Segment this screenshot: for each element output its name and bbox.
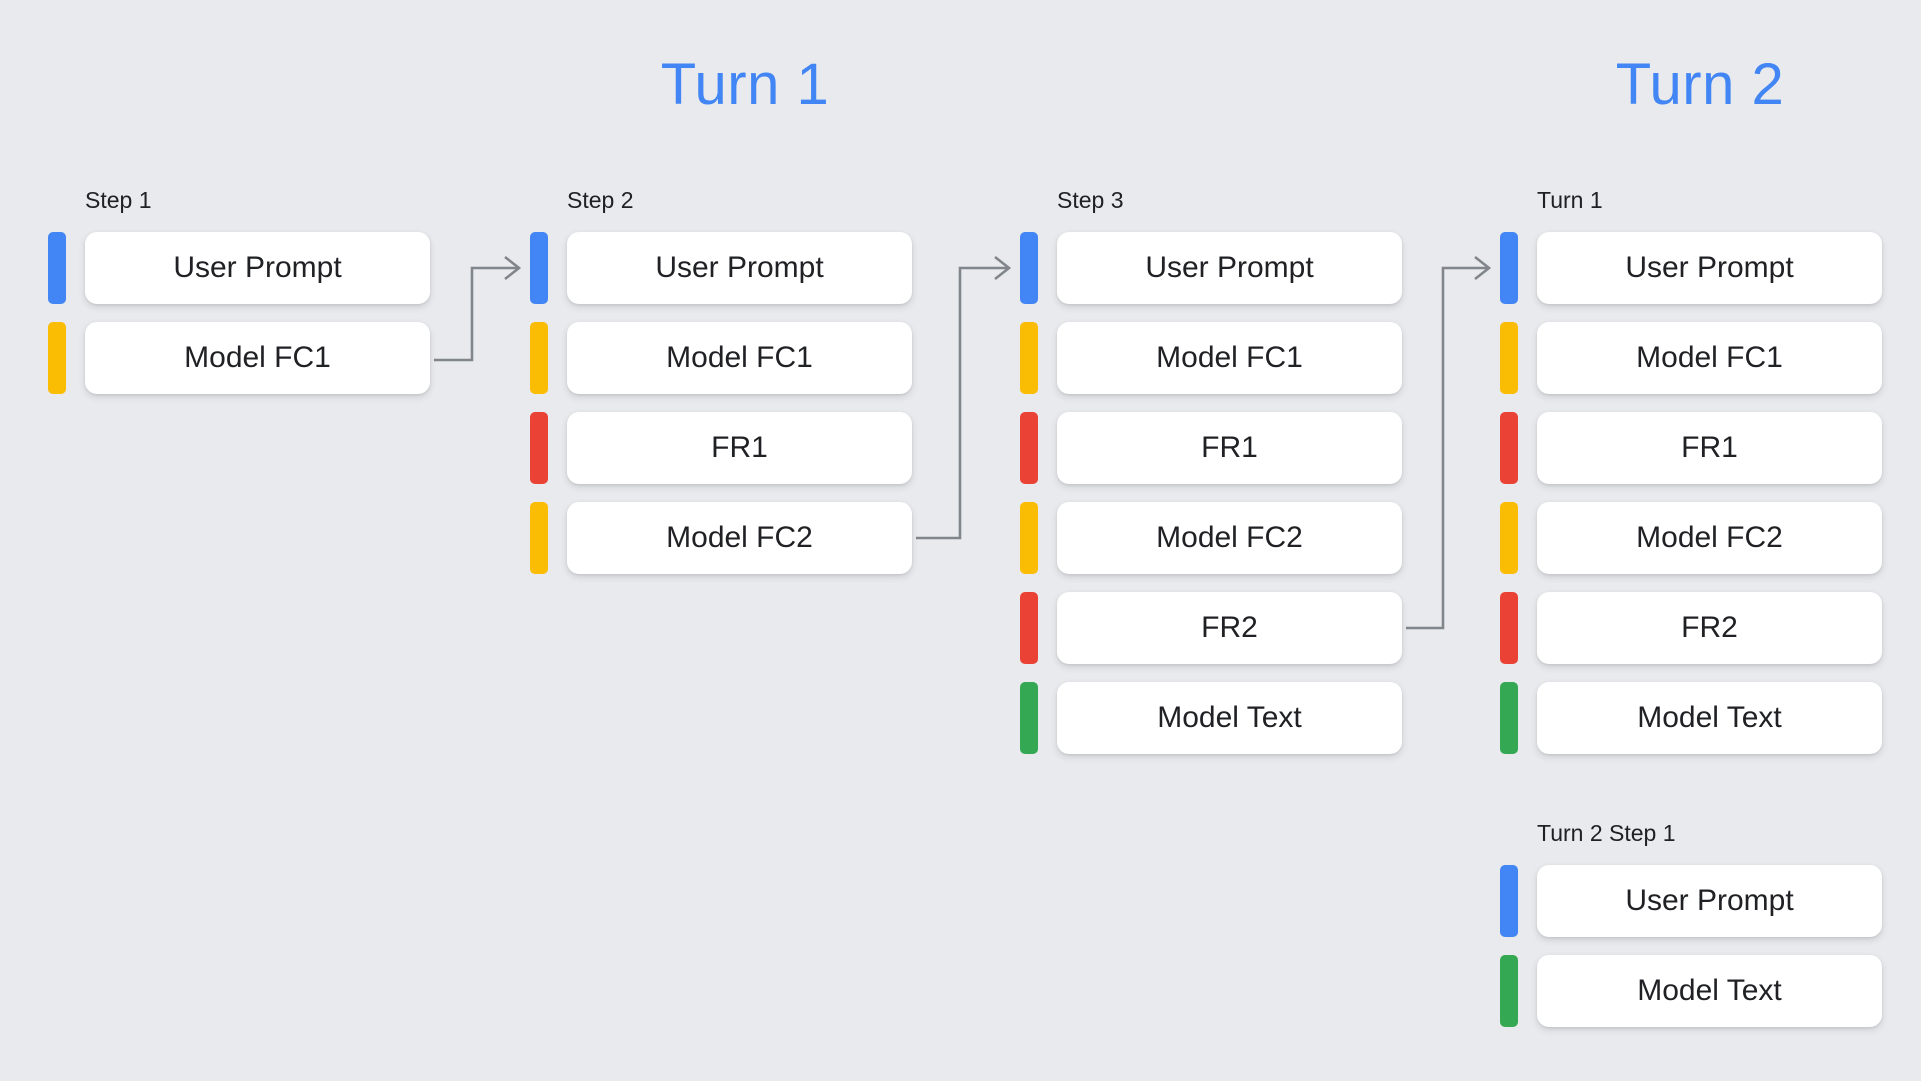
role-color-bar-yellow (48, 322, 66, 394)
column-label: Step 2 (567, 187, 634, 213)
message-row: Model FC2 (1500, 502, 1882, 574)
message-card-label: Model Text (1637, 974, 1782, 1007)
message-card[interactable]: User Prompt (85, 232, 430, 304)
message-card[interactable]: User Prompt (567, 232, 912, 304)
message-card[interactable]: Model FC1 (1537, 322, 1882, 394)
role-color-bar-red (1500, 412, 1518, 484)
message-row: FR2 (1500, 592, 1882, 664)
message-card-label: Model FC2 (1156, 521, 1303, 554)
connector-arrow (434, 255, 522, 362)
role-color-bar-yellow (530, 322, 548, 394)
message-card[interactable]: User Prompt (1537, 865, 1882, 937)
message-card-label: User Prompt (1145, 251, 1314, 284)
message-card-label: Model FC1 (1636, 341, 1783, 374)
message-card-label: User Prompt (1625, 884, 1794, 917)
role-color-bar-yellow (1020, 502, 1038, 574)
message-card[interactable]: Model Text (1537, 682, 1882, 754)
connector-arrow (1406, 255, 1492, 630)
role-color-bar-blue (1500, 865, 1518, 937)
role-color-bar-green (1500, 682, 1518, 754)
message-card[interactable]: Model FC1 (85, 322, 430, 394)
role-color-bar-blue (1020, 232, 1038, 304)
message-card-label: Model FC2 (1636, 521, 1783, 554)
message-card[interactable]: Model FC1 (567, 322, 912, 394)
message-row: FR1 (1500, 412, 1882, 484)
message-row: User Prompt (530, 232, 912, 304)
message-card[interactable]: User Prompt (1057, 232, 1402, 304)
message-card-label: User Prompt (173, 251, 342, 284)
message-row: Model FC1 (1500, 322, 1882, 394)
message-row: User Prompt (1500, 232, 1882, 304)
role-color-bar-red (1500, 592, 1518, 664)
role-color-bar-blue (48, 232, 66, 304)
message-card[interactable]: Model Text (1057, 682, 1402, 754)
turn-heading: Turn 1 (660, 52, 830, 117)
role-color-bar-red (1020, 592, 1038, 664)
message-row: User Prompt (48, 232, 430, 304)
message-card-label: FR1 (1201, 431, 1258, 464)
message-card[interactable]: FR2 (1057, 592, 1402, 664)
message-row: Model FC1 (530, 322, 912, 394)
message-card[interactable]: Model FC1 (1057, 322, 1402, 394)
message-row: Model Text (1020, 682, 1402, 754)
role-color-bar-red (530, 412, 548, 484)
role-color-bar-blue (1500, 232, 1518, 304)
role-color-bar-red (1020, 412, 1038, 484)
message-card-label: User Prompt (1625, 251, 1794, 284)
message-row: Model FC2 (1020, 502, 1402, 574)
role-color-bar-yellow (1500, 502, 1518, 574)
column-label: Turn 2 Step 1 (1537, 820, 1676, 846)
message-card[interactable]: Model Text (1537, 955, 1882, 1027)
message-card-label: Model FC1 (666, 341, 813, 374)
role-color-bar-blue (530, 232, 548, 304)
message-card-label: Model FC1 (184, 341, 331, 374)
message-card-label: FR1 (711, 431, 768, 464)
column-label: Step 1 (85, 187, 152, 213)
message-row: FR1 (1020, 412, 1402, 484)
message-card-label: User Prompt (655, 251, 824, 284)
role-color-bar-yellow (1020, 322, 1038, 394)
message-card-label: Model Text (1157, 701, 1302, 734)
message-row: Model Text (1500, 682, 1882, 754)
message-row: FR1 (530, 412, 912, 484)
message-card[interactable]: Model FC2 (1057, 502, 1402, 574)
message-card[interactable]: FR2 (1537, 592, 1882, 664)
column-label: Turn 1 (1537, 187, 1603, 213)
message-card-label: Model FC1 (1156, 341, 1303, 374)
message-card[interactable]: FR1 (567, 412, 912, 484)
message-card[interactable]: User Prompt (1537, 232, 1882, 304)
message-card-label: FR2 (1201, 611, 1258, 644)
message-row: Model FC1 (1020, 322, 1402, 394)
message-row: Model FC1 (48, 322, 430, 394)
message-row: User Prompt (1500, 865, 1882, 937)
message-card[interactable]: Model FC2 (567, 502, 912, 574)
message-row: Model FC2 (530, 502, 912, 574)
message-card-label: FR2 (1681, 611, 1738, 644)
connector-arrow (916, 255, 1012, 540)
message-card-label: Model Text (1637, 701, 1782, 734)
role-color-bar-yellow (1500, 322, 1518, 394)
message-card-label: FR1 (1681, 431, 1738, 464)
role-color-bar-green (1500, 955, 1518, 1027)
message-row: Model Text (1500, 955, 1882, 1027)
message-card[interactable]: FR1 (1057, 412, 1402, 484)
message-row: User Prompt (1020, 232, 1402, 304)
role-color-bar-green (1020, 682, 1038, 754)
message-row: FR2 (1020, 592, 1402, 664)
message-card[interactable]: FR1 (1537, 412, 1882, 484)
column-label: Step 3 (1057, 187, 1124, 213)
message-card[interactable]: Model FC2 (1537, 502, 1882, 574)
role-color-bar-yellow (530, 502, 548, 574)
turn-heading: Turn 2 (1615, 52, 1785, 117)
message-card-label: Model FC2 (666, 521, 813, 554)
